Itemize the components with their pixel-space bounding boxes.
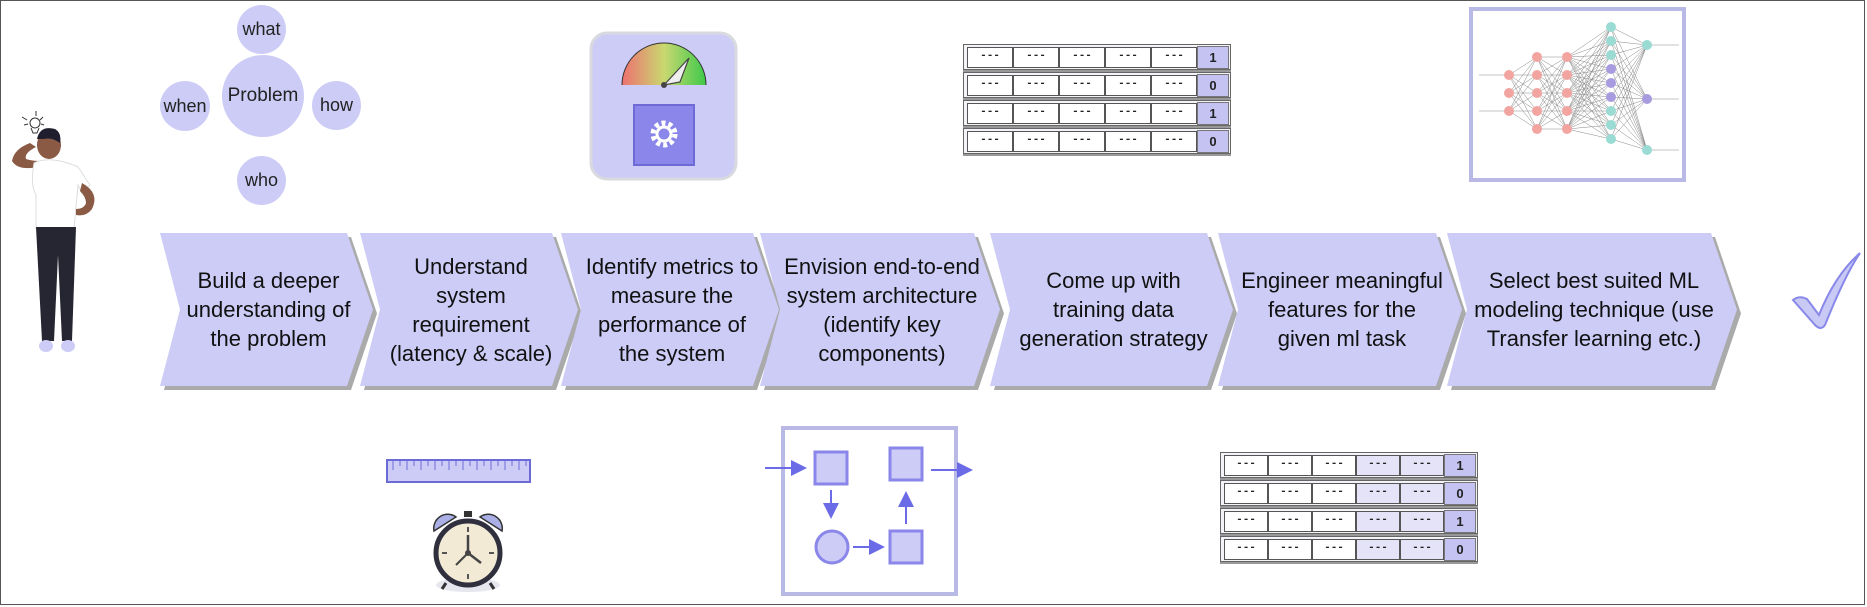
table-cell: --- — [1013, 75, 1059, 96]
table-cell: --- — [1356, 539, 1400, 560]
feature-table: ---------------1---------------0--------… — [1220, 452, 1482, 562]
table-cell: --- — [1400, 483, 1444, 504]
table-cell: --- — [1356, 483, 1400, 504]
step-chevron: Envision end-to-end system architecture … — [760, 233, 1006, 391]
gauge-card — [589, 31, 738, 181]
table-row: ---------------0 — [1220, 536, 1478, 562]
table-cell: --- — [1400, 511, 1444, 532]
step-chevron: Understand system requirement (latency &… — [360, 233, 584, 391]
checkmark-icon — [1791, 252, 1861, 329]
table-cell: --- — [1151, 75, 1197, 96]
how-bubble: how — [312, 81, 361, 130]
table-cell: --- — [1268, 455, 1312, 476]
table-cell: --- — [1224, 539, 1268, 560]
table-cell: --- — [1151, 103, 1197, 124]
table-row: ---------------1 — [1220, 508, 1478, 534]
label-cell: 1 — [1197, 46, 1229, 69]
when-bubble: when — [160, 81, 210, 131]
table-cell: --- — [1312, 483, 1356, 504]
table-row: ---------------1 — [1220, 452, 1478, 478]
table-cell: --- — [1356, 455, 1400, 476]
table-cell: --- — [1312, 511, 1356, 532]
step-chevron: Engineer meaningful features for the giv… — [1218, 233, 1468, 391]
step-chevron: Come up with training data generation st… — [990, 233, 1239, 391]
step-label: Come up with training data generation st… — [1019, 268, 1208, 351]
label-cell: 0 — [1444, 482, 1476, 505]
table-cell: --- — [1224, 483, 1268, 504]
table-cell: --- — [1224, 511, 1268, 532]
table-cell: --- — [1268, 511, 1312, 532]
table-cell: --- — [967, 47, 1013, 68]
training-data-table: ---------------1---------------0--------… — [963, 44, 1237, 154]
table-cell: --- — [967, 75, 1013, 96]
table-cell: --- — [1224, 455, 1268, 476]
label-cell: 1 — [1444, 454, 1476, 477]
architecture-diagram-icon — [765, 426, 973, 596]
table-cell: --- — [1013, 47, 1059, 68]
table-cell: --- — [1105, 75, 1151, 96]
table-cell: --- — [1059, 75, 1105, 96]
table-cell: --- — [1105, 131, 1151, 152]
table-row: ---------------0 — [1220, 480, 1478, 506]
table-cell: --- — [1151, 47, 1197, 68]
table-row: ---------------1 — [963, 44, 1231, 70]
step-label: Identify metrics to measure the performa… — [585, 253, 759, 366]
label-cell: 0 — [1197, 130, 1229, 153]
table-cell: --- — [1400, 539, 1444, 560]
table-cell: --- — [1400, 455, 1444, 476]
problem-bubble: Problem — [222, 55, 304, 137]
table-row: ---------------0 — [963, 72, 1231, 98]
table-cell: --- — [1312, 539, 1356, 560]
table-cell: --- — [1356, 511, 1400, 532]
what-bubble: what — [237, 5, 286, 54]
gauge-icon — [621, 42, 707, 88]
table-cell: --- — [1105, 103, 1151, 124]
table-cell: --- — [1312, 455, 1356, 476]
table-cell: --- — [967, 103, 1013, 124]
step-label: Understand system requirement (latency &… — [389, 253, 553, 366]
thinking-person-illustration — [12, 111, 95, 352]
ruler-icon — [386, 459, 531, 483]
gear-icon — [633, 104, 695, 166]
alarm-clock-icon — [432, 511, 504, 592]
label-cell: 0 — [1444, 538, 1476, 561]
step-chevron: Build a deeper understanding of the prob… — [160, 233, 379, 391]
table-cell: --- — [967, 131, 1013, 152]
table-cell: --- — [1268, 539, 1312, 560]
table-row: ---------------0 — [963, 128, 1231, 154]
step-label: Select best suited ML modeling technique… — [1474, 268, 1714, 351]
table-cell: --- — [1059, 47, 1105, 68]
step-chevron: Select best suited ML modeling technique… — [1447, 233, 1743, 391]
label-cell: 1 — [1197, 102, 1229, 125]
table-cell: --- — [1013, 131, 1059, 152]
who-bubble: who — [237, 156, 286, 205]
neural-network-icon — [1469, 7, 1686, 182]
table-cell: --- — [1059, 131, 1105, 152]
table-cell: --- — [1059, 103, 1105, 124]
table-cell: --- — [1105, 47, 1151, 68]
table-cell: --- — [1013, 103, 1059, 124]
step-chevron: Identify metrics to measure the performa… — [561, 233, 785, 391]
table-cell: --- — [1151, 131, 1197, 152]
label-cell: 1 — [1444, 510, 1476, 533]
step-label: Envision end-to-end system architecture … — [784, 253, 980, 366]
step-label: Build a deeper understanding of the prob… — [186, 268, 351, 351]
table-cell: --- — [1268, 483, 1312, 504]
table-row: ---------------1 — [963, 100, 1231, 126]
step-label: Engineer meaningful features for the giv… — [1241, 268, 1443, 351]
label-cell: 0 — [1197, 74, 1229, 97]
